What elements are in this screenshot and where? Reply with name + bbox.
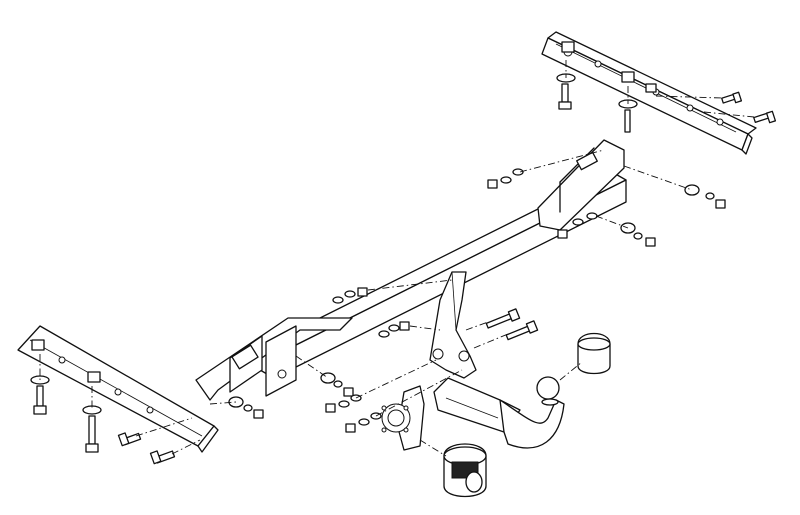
washer (388, 324, 400, 332)
tow-ball (536, 376, 560, 400)
washer (705, 192, 715, 200)
washer (378, 330, 390, 338)
nut (325, 403, 336, 413)
nut (645, 237, 656, 247)
washer (684, 184, 700, 196)
bolt (485, 308, 521, 329)
bolt (117, 432, 142, 447)
tow-ball-neck (429, 271, 565, 449)
washer (332, 296, 344, 304)
washer (333, 380, 343, 388)
left-side-bracket (17, 325, 219, 453)
bolt (624, 109, 631, 133)
fasteners-group-middle (228, 287, 410, 419)
bolt (753, 110, 777, 124)
washer (586, 212, 598, 220)
nut (345, 423, 356, 433)
washer (512, 168, 524, 176)
washer (358, 418, 370, 426)
bolt (505, 320, 539, 341)
bolt (149, 450, 176, 465)
nut (715, 199, 726, 209)
nut (357, 287, 368, 297)
nut (399, 321, 410, 331)
tow-ball-cap (577, 332, 611, 375)
washer (500, 176, 512, 184)
washer (572, 218, 584, 226)
electrical-socket-plate (381, 385, 425, 451)
washer (338, 400, 350, 408)
right-side-bracket (541, 31, 757, 155)
assembly-center-lines (39, 60, 755, 457)
fasteners-group-bottom (325, 394, 382, 433)
washer (344, 290, 356, 298)
neck-bolts (485, 308, 539, 341)
washer (228, 396, 244, 408)
socket-cover (443, 443, 487, 498)
bolt (561, 83, 569, 103)
washer (633, 232, 643, 240)
bolt (36, 385, 44, 407)
crossbar (195, 139, 627, 401)
nut (557, 229, 568, 239)
nut (343, 387, 354, 397)
bolt (721, 91, 743, 104)
nut (253, 409, 264, 419)
washer (243, 404, 253, 412)
right-bracket-fasteners (556, 73, 777, 133)
bolt (88, 415, 96, 445)
nut (487, 179, 498, 189)
